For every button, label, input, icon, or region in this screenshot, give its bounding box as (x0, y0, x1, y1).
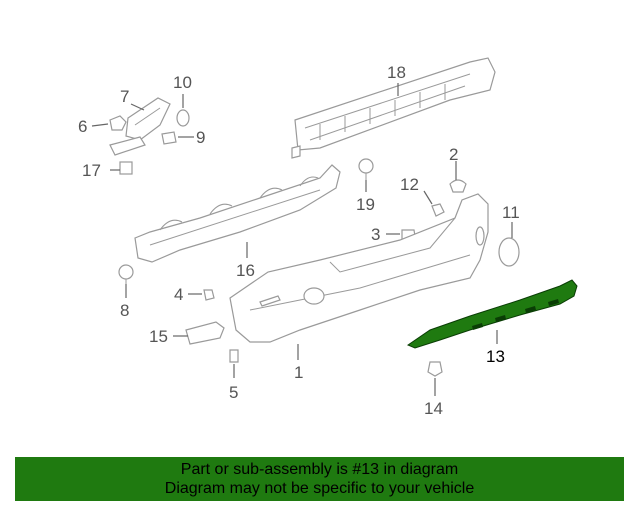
part-7-lower-bracket (109, 136, 146, 156)
callout-8[interactable]: 8 (120, 301, 129, 320)
callout-12[interactable]: 12 (400, 175, 419, 194)
leader-lines (91, 83, 513, 396)
part-12-push-pin (431, 203, 445, 217)
part-11-cover (498, 237, 520, 267)
parts-diagram: 1 2 3 4 5 6 7 8 9 10 11 12 13 14 15 16 1… (78, 57, 578, 418)
callout-17[interactable]: 17 (82, 161, 101, 180)
callout-2[interactable]: 2 (449, 145, 458, 164)
callout-7[interactable]: 7 (120, 87, 129, 106)
callout-14[interactable]: 14 (424, 399, 443, 418)
banner-line-1: Part or sub-assembly is #13 in diagram (180, 461, 459, 478)
callout-15[interactable]: 15 (149, 327, 168, 346)
callout-19[interactable]: 19 (356, 195, 375, 214)
part-5-bolt (229, 349, 239, 363)
callout-1[interactable]: 1 (294, 363, 303, 382)
callout-labels: 1 2 3 4 5 6 7 8 9 10 11 12 13 14 15 16 1… (78, 63, 520, 418)
callout-9[interactable]: 9 (196, 128, 205, 147)
info-banner: Part or sub-assembly is #13 in diagram D… (15, 457, 624, 501)
callout-5[interactable]: 5 (229, 383, 238, 402)
part-14-fastener (427, 361, 443, 377)
part-2-fastener (449, 179, 467, 193)
part-7-bracket (125, 97, 171, 141)
part-8-fastener (118, 264, 134, 285)
callout-6[interactable]: 6 (78, 117, 87, 136)
part-16-energy-absorber (134, 164, 341, 263)
callout-10[interactable]: 10 (173, 73, 192, 92)
callout-11[interactable]: 11 (502, 203, 520, 222)
callout-13-highlighted[interactable]: 13 (486, 347, 505, 366)
part-6-clip (109, 115, 127, 131)
part-15-cover (185, 321, 225, 345)
callout-4[interactable]: 4 (174, 285, 183, 304)
callout-3[interactable]: 3 (371, 225, 380, 244)
banner-line-2: Diagram may not be specific to your vehi… (164, 480, 475, 497)
part-13-highlighted (406, 279, 578, 349)
part-17-nut (119, 161, 133, 175)
part-4-screw (203, 289, 215, 301)
part-10-grommet (176, 109, 190, 127)
callout-18[interactable]: 18 (387, 63, 406, 82)
part-9-push-pin (161, 131, 177, 145)
part-18-reinforcement-beam (291, 57, 496, 159)
callout-16[interactable]: 16 (236, 261, 255, 280)
part-19-fastener (358, 158, 374, 181)
part-1-bumper-cover (229, 193, 489, 343)
